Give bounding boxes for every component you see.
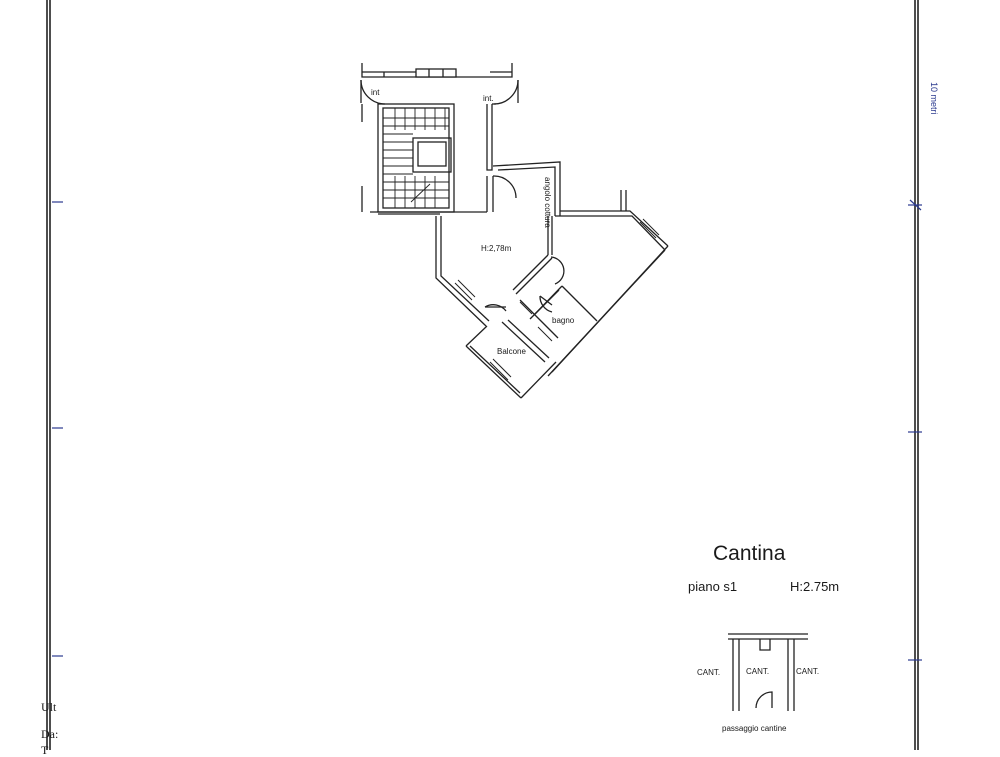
cellar-height: H:2.75m [790,579,840,594]
cellar-cant-left: CANT. [697,668,721,677]
cellar-title: Cantina [713,542,786,565]
scale-label: 10 metri [929,82,939,115]
label-bagno: bagno [552,316,575,325]
label-room-height: H:2,78m [481,244,512,253]
label-int-left: int [371,88,380,97]
footer-line-2: Da: [41,727,59,741]
label-balcone: Balcone [497,347,526,356]
footer-line-1: Ult [41,700,57,714]
footer-line-3: T [41,743,49,757]
cellar-floor: piano s1 [688,579,738,594]
label-angolo-cottura: angolo cottura [543,177,552,228]
cellar-cant-right: CANT. [796,667,820,676]
label-int-right: int. [483,94,494,103]
cellar-passage: passaggio cantine [722,724,787,733]
cellar-cant-center: CANT. [746,667,770,676]
